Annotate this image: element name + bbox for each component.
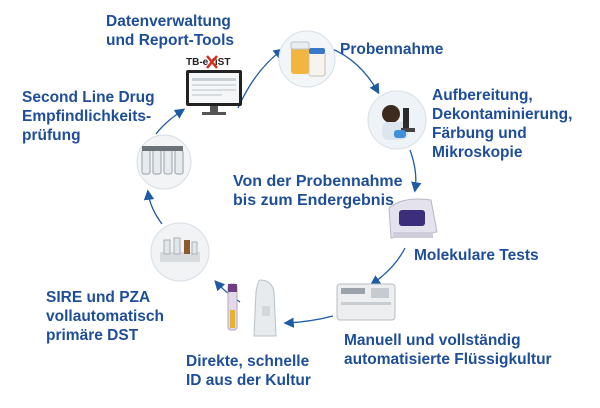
monitor-logo: TB-eXiST [186,57,231,68]
step-label-identifikation: Direkte, schnelle ID aus der Kultur [186,353,311,389]
logo-x-mark-icon [206,55,218,69]
step-label-datenverwaltung: Datenverwaltung und Report-Tools [106,13,234,49]
arrow-2 [329,47,380,95]
monitor-software-photo [182,62,246,123]
molecular-instrument-photo [383,192,443,251]
step-label-sire: SIRE und PZA vollautomatisch primäre DST [46,289,164,344]
arrow-4 [369,247,406,286]
arrow-7 [143,189,163,225]
vials-photo [132,134,196,195]
arrow-6 [214,280,241,303]
microscope-scientist-photo [367,90,427,155]
arrow-8 [155,108,186,135]
arrow-3 [409,149,422,193]
center-text: Von der Probennahme bis zum Endergebnis [233,173,403,209]
id-test-device-photo [216,276,286,351]
specimen-cups-photo [278,30,336,93]
step-label-probennahme: Probennahme [340,41,444,58]
step-label-aufbereitung: Aufbereitung, Dekontaminierung, Färbung … [432,87,573,161]
step-label-second-line: Second Line Drug Empfindlichkeits- prüfu… [22,89,155,144]
culture-instrument-photo [335,278,397,329]
drug-vials-rack-photo [150,222,210,287]
step-label-molekular: Molekulare Tests [414,247,539,264]
step-label-fluessigkultur: Manuell und vollständig automatisierte F… [344,332,552,368]
arrow-5 [283,315,334,328]
